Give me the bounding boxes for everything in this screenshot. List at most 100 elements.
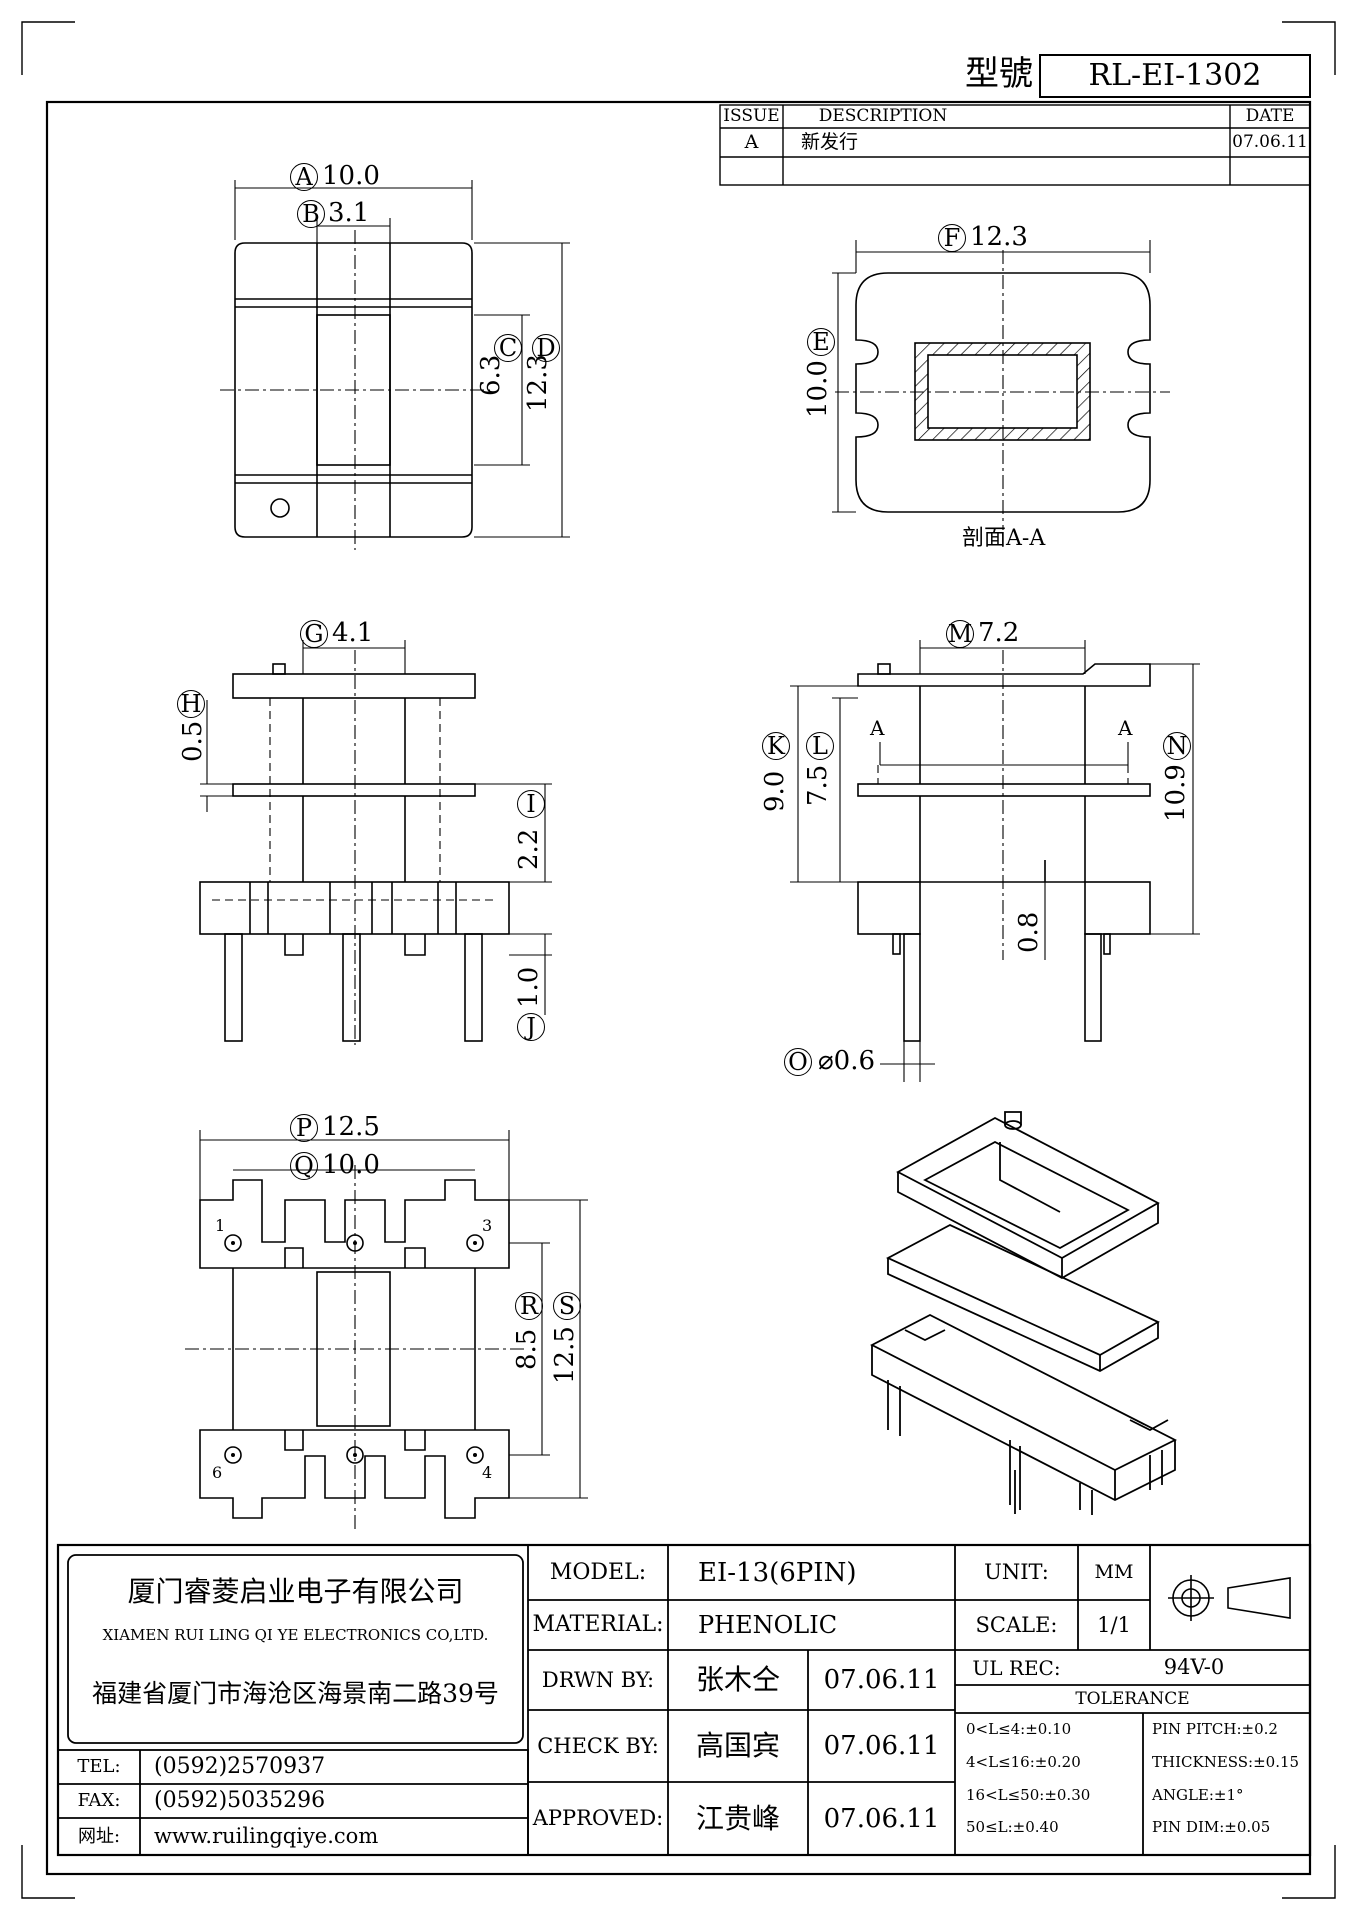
dim-n-letter: N bbox=[1163, 732, 1191, 760]
revision-table bbox=[719, 104, 1311, 186]
approved-by-label: APPROVED: bbox=[532, 1806, 664, 1830]
tolerance-right-3: PIN DIM:±0.05 bbox=[1152, 1818, 1271, 1836]
revision-col-date: DATE bbox=[1245, 106, 1295, 126]
section-marker-right: A bbox=[1118, 716, 1133, 740]
model-number: RL-EI-1302 bbox=[1088, 58, 1262, 93]
dim-e-letter: E bbox=[807, 328, 835, 356]
section-caption: 剖面A-A bbox=[962, 526, 1046, 551]
tolerance-left-0: 0<L≤4:±0.10 bbox=[966, 1720, 1072, 1738]
pin-label-6: 6 bbox=[212, 1463, 223, 1482]
tolerance-right-1: THICKNESS:±0.15 bbox=[1152, 1753, 1300, 1771]
dim-s-value: 12.5 bbox=[550, 1326, 580, 1384]
title-block-lines bbox=[56, 1543, 1312, 1857]
model-field-label: MODEL: bbox=[549, 1559, 647, 1585]
dim-r-value: 8.5 bbox=[512, 1328, 542, 1370]
pin-label-1: 1 bbox=[215, 1216, 226, 1235]
tolerance-right-2: ANGLE:±1° bbox=[1152, 1786, 1244, 1804]
section-marker-left: A bbox=[870, 716, 885, 740]
unit-value: MM bbox=[1094, 1561, 1134, 1583]
dim-h-letter: H bbox=[177, 690, 205, 718]
dim-a-letter: A bbox=[290, 163, 318, 191]
projection-symbol bbox=[1168, 1575, 1291, 1621]
pin-label-3: 3 bbox=[482, 1216, 493, 1235]
dim-slot-value: 0.8 bbox=[1014, 911, 1044, 953]
revision-col-issue: ISSUE bbox=[723, 106, 780, 126]
dim-p-value: 12.5 bbox=[322, 1112, 380, 1142]
revision-row-description: 新发行 bbox=[801, 131, 859, 153]
tolerance-left-3: 50≤L:±0.40 bbox=[966, 1818, 1059, 1836]
dim-d-letter: D bbox=[532, 334, 560, 362]
dim-e-value: 10.0 bbox=[803, 360, 833, 418]
tolerance-left-2: 16<L≤50:±0.30 bbox=[966, 1786, 1091, 1804]
dim-j-letter: J bbox=[517, 1013, 545, 1041]
dim-b-letter: B bbox=[297, 200, 325, 228]
dim-i-value: 2.2 bbox=[514, 828, 544, 870]
dim-l-value: 7.5 bbox=[803, 764, 833, 806]
dim-i-letter: I bbox=[517, 790, 545, 818]
revision-row-issue: A bbox=[744, 131, 759, 153]
view-isometric bbox=[870, 1111, 1177, 1515]
check-by-label: CHECK BY: bbox=[537, 1733, 659, 1758]
dim-p-letter: P bbox=[290, 1114, 318, 1142]
web-value: www.ruilingqiye.com bbox=[154, 1824, 379, 1848]
dim-m-value: 7.2 bbox=[978, 618, 1020, 648]
material-field-value: PHENOLIC bbox=[698, 1611, 838, 1639]
fax-label: FAX: bbox=[77, 1790, 121, 1811]
check-by-name: 高国宾 bbox=[695, 1729, 780, 1762]
model-number-box bbox=[1039, 54, 1311, 98]
dim-c-letter: C bbox=[494, 334, 522, 362]
dim-r-letter: R bbox=[515, 1292, 543, 1320]
company-address: 福建省厦门市海沧区海景南二路39号 bbox=[92, 1678, 499, 1708]
dim-l-letter: L bbox=[806, 732, 834, 760]
web-label: 网址: bbox=[77, 1825, 121, 1847]
view-front-top bbox=[234, 242, 473, 538]
dim-o-letter: O bbox=[784, 1048, 812, 1076]
dim-q-value: 10.0 bbox=[322, 1150, 380, 1180]
corner-marks bbox=[21, 21, 1336, 1899]
dim-s-letter: S bbox=[553, 1292, 581, 1320]
ul-value: 94V-0 bbox=[1163, 1655, 1225, 1679]
dim-g-value: 4.1 bbox=[332, 618, 374, 648]
dim-h-value: 0.5 bbox=[178, 720, 208, 762]
tolerance-left-1: 4<L≤16:±0.20 bbox=[966, 1753, 1081, 1771]
dim-o-value: ⌀0.6 bbox=[818, 1046, 876, 1076]
dim-k-value: 9.0 bbox=[760, 770, 790, 812]
dim-f-letter: F bbox=[938, 224, 966, 252]
tolerance-right-0: PIN PITCH:±0.2 bbox=[1152, 1720, 1278, 1738]
dim-k-letter: K bbox=[762, 732, 790, 760]
drawn-by-date: 07.06.11 bbox=[823, 1665, 940, 1695]
dim-d-value: 12.3 bbox=[523, 354, 553, 412]
fax-value: (0592)5035296 bbox=[154, 1788, 326, 1813]
view-bottom bbox=[199, 1179, 510, 1519]
unit-label: UNIT: bbox=[984, 1560, 1049, 1584]
pin-label-4: 4 bbox=[482, 1463, 493, 1482]
model-field-value: EI-13(6PIN) bbox=[698, 1557, 857, 1588]
material-field-label: MATERIAL: bbox=[532, 1612, 664, 1637]
dim-g-letter: G bbox=[300, 620, 328, 648]
tel-label: TEL: bbox=[77, 1756, 121, 1777]
model-label: 型號 bbox=[965, 54, 1033, 94]
approved-by-date: 07.06.11 bbox=[823, 1803, 940, 1834]
dim-q-letter: Q bbox=[290, 1152, 318, 1180]
company-name-cn: 厦门睿菱启业电子有限公司 bbox=[127, 1575, 464, 1608]
scale-value: 1/1 bbox=[1097, 1612, 1131, 1637]
drawn-by-name: 张木仝 bbox=[695, 1663, 780, 1696]
approved-by-name: 江贵峰 bbox=[695, 1801, 780, 1835]
view-side-2 bbox=[857, 663, 1151, 1042]
dim-c-value: 6.3 bbox=[476, 354, 506, 396]
dim-a-value: 10.0 bbox=[322, 161, 380, 191]
dim-b-value: 3.1 bbox=[328, 198, 370, 228]
tolerance-title: TOLERANCE bbox=[1075, 1688, 1190, 1709]
tel-value: (0592)2570937 bbox=[154, 1754, 326, 1779]
company-name-en: XIAMEN RUI LING QI YE ELECTRONICS CO,LTD… bbox=[102, 1625, 489, 1644]
dim-f-value: 12.3 bbox=[970, 222, 1028, 252]
sheet-frame bbox=[45, 100, 1312, 1876]
revision-col-description: DESCRIPTION bbox=[818, 106, 948, 126]
dim-j-value: 1.0 bbox=[514, 966, 544, 1008]
check-by-date: 07.06.11 bbox=[823, 1731, 940, 1761]
dim-m-letter: M bbox=[946, 620, 974, 648]
scale-label: SCALE: bbox=[975, 1612, 1058, 1637]
revision-row-date: 07.06.11 bbox=[1232, 132, 1308, 152]
dim-n-value: 10.9 bbox=[1161, 764, 1191, 822]
